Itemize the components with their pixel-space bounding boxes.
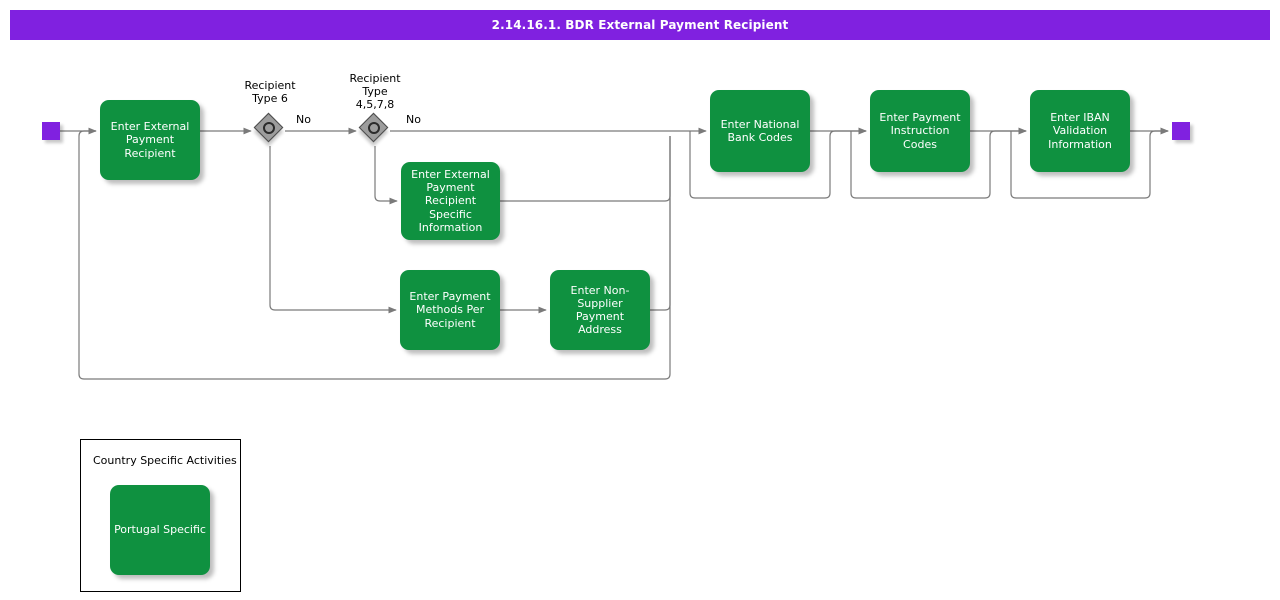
task-enter-non-supplier-payment-address[interactable]: Enter Non- Supplier Payment Address xyxy=(550,270,650,350)
gateway-recipient-type-4578-label: Recipient Type 4,5,7,8 xyxy=(349,72,401,112)
task-enter-national-bank-codes[interactable]: Enter National Bank Codes xyxy=(710,90,810,172)
task-label: Enter IBAN Validation Information xyxy=(1048,111,1112,151)
task-label: Enter External Payment Recipient xyxy=(110,120,190,160)
flow-gw2-down-to-t2 xyxy=(374,146,398,205)
flow-label-gw2-no: No xyxy=(406,113,421,126)
task-enter-iban-validation-information[interactable]: Enter IBAN Validation Information xyxy=(1030,90,1130,172)
start-event[interactable] xyxy=(42,122,60,140)
task-enter-payment-instruction-codes[interactable]: Enter Payment Instruction Codes xyxy=(870,90,970,172)
page-title-bar: 2.14.16.1. BDR External Payment Recipien… xyxy=(10,10,1270,40)
legend-title: Country Specific Activities xyxy=(93,454,237,467)
gateway-recipient-type-6-label: Recipient Type 6 xyxy=(244,79,296,106)
flow-gw1-down-to-t3 xyxy=(269,146,397,314)
gateway-recipient-type-6[interactable] xyxy=(253,112,285,144)
gateway-recipient-type-4578[interactable] xyxy=(358,112,390,144)
task-enter-payment-methods-per-recipient[interactable]: Enter Payment Methods Per Recipient xyxy=(400,270,500,350)
flow-t2-to-rail xyxy=(500,136,671,202)
task-enter-external-payment-recipient[interactable]: Enter External Payment Recipient xyxy=(100,100,200,180)
end-event[interactable] xyxy=(1172,122,1190,140)
legend-task-portugal-specific[interactable]: Portugal Specific xyxy=(110,485,210,575)
task-label: Enter Payment Methods Per Recipient xyxy=(409,290,491,330)
gateway-event-circle-icon xyxy=(263,122,275,134)
task-label: Enter Payment Instruction Codes xyxy=(879,111,961,151)
task-label: Enter External Payment Recipient Specifi… xyxy=(411,167,490,234)
task-label: Enter Non- Supplier Payment Address xyxy=(570,283,630,337)
task-enter-external-payment-recipient-specific-information[interactable]: Enter External Payment Recipient Specifi… xyxy=(401,162,500,240)
task-label: Enter National Bank Codes xyxy=(720,117,800,144)
flow-label-gw1-no: No xyxy=(296,113,311,126)
page-title: 2.14.16.1. BDR External Payment Recipien… xyxy=(491,18,789,32)
task-label: Portugal Specific xyxy=(114,523,206,537)
flow-t4-to-rail xyxy=(650,136,671,311)
gateway-event-circle-icon xyxy=(368,122,380,134)
